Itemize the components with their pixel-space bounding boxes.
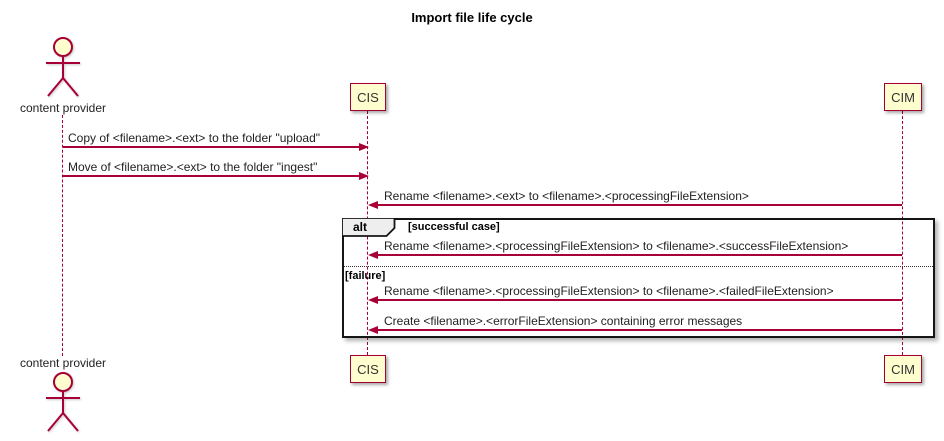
arrow-right-icon [359, 143, 369, 151]
message-6-label: Create <filename>.<errorFileExtension> c… [384, 314, 743, 328]
message-1-label: Copy of <filename>.<ext> to the folder "… [68, 131, 321, 145]
message-3-label: Rename <filename>.<ext> to <filename>.<p… [384, 189, 749, 203]
actor-label-bottom: content provider [19, 356, 107, 370]
alt-operator-pentagon [342, 218, 396, 237]
participant-cim-bottom: CIM [884, 355, 922, 383]
alt-section-divider [344, 266, 933, 267]
participant-cim-top: CIM [884, 83, 922, 111]
message-4-label: Rename <filename>.<processingFileExtensi… [384, 239, 849, 253]
lifeline-content-provider [62, 115, 63, 356]
actor-label-top: content provider [19, 101, 107, 115]
arrow-left-icon [368, 201, 378, 209]
diagram-title: Import file life cycle [411, 10, 533, 25]
message-5-label: Rename <filename>.<processingFileExtensi… [384, 284, 834, 298]
arrow-left-icon [368, 326, 378, 334]
guard-successful-case: [successful case] [408, 221, 500, 233]
message-5-line [377, 299, 902, 301]
participant-cis-bottom: CIS [350, 355, 386, 383]
actor-figure-icon [46, 37, 80, 97]
message-4-line [377, 254, 902, 256]
actor-figure-icon [46, 372, 80, 432]
message-1-line [63, 146, 359, 148]
lifeline-cim [902, 111, 903, 355]
message-6-line [377, 329, 902, 331]
message-2-line [63, 175, 359, 177]
arrow-left-icon [368, 296, 378, 304]
message-2-label: Move of <filename>.<ext> to the folder "… [68, 160, 318, 174]
alt-frame [342, 218, 935, 338]
message-3-line [377, 204, 902, 206]
arrow-left-icon [368, 251, 378, 259]
alt-operator-label: alt [353, 220, 368, 234]
guard-failure: [failure] [345, 270, 386, 282]
participant-cis-top: CIS [350, 83, 386, 111]
arrow-right-icon [359, 172, 369, 180]
